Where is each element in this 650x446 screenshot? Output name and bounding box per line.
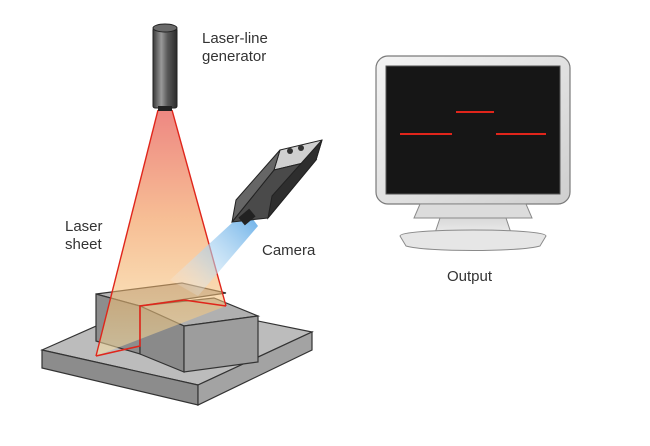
laser-line-generator-icon [152, 23, 178, 111]
laser-line-generator-label-line2: generator [202, 48, 267, 65]
laser-line-generator-label-line1: Laser-line [202, 30, 268, 47]
laser-sheet-label-line1: Laser [65, 218, 103, 235]
monitor-icon [375, 55, 571, 251]
output-label: Output [447, 268, 493, 285]
camera-field-of-view [170, 210, 258, 296]
laser-line-generator-label: Laser-line generator [202, 30, 268, 66]
camera-label: Camera [262, 242, 316, 259]
laser-sheet-label-line2: sheet [65, 236, 102, 253]
laser-sheet-label: Laser sheet [65, 218, 103, 254]
camera-icon [230, 139, 323, 226]
